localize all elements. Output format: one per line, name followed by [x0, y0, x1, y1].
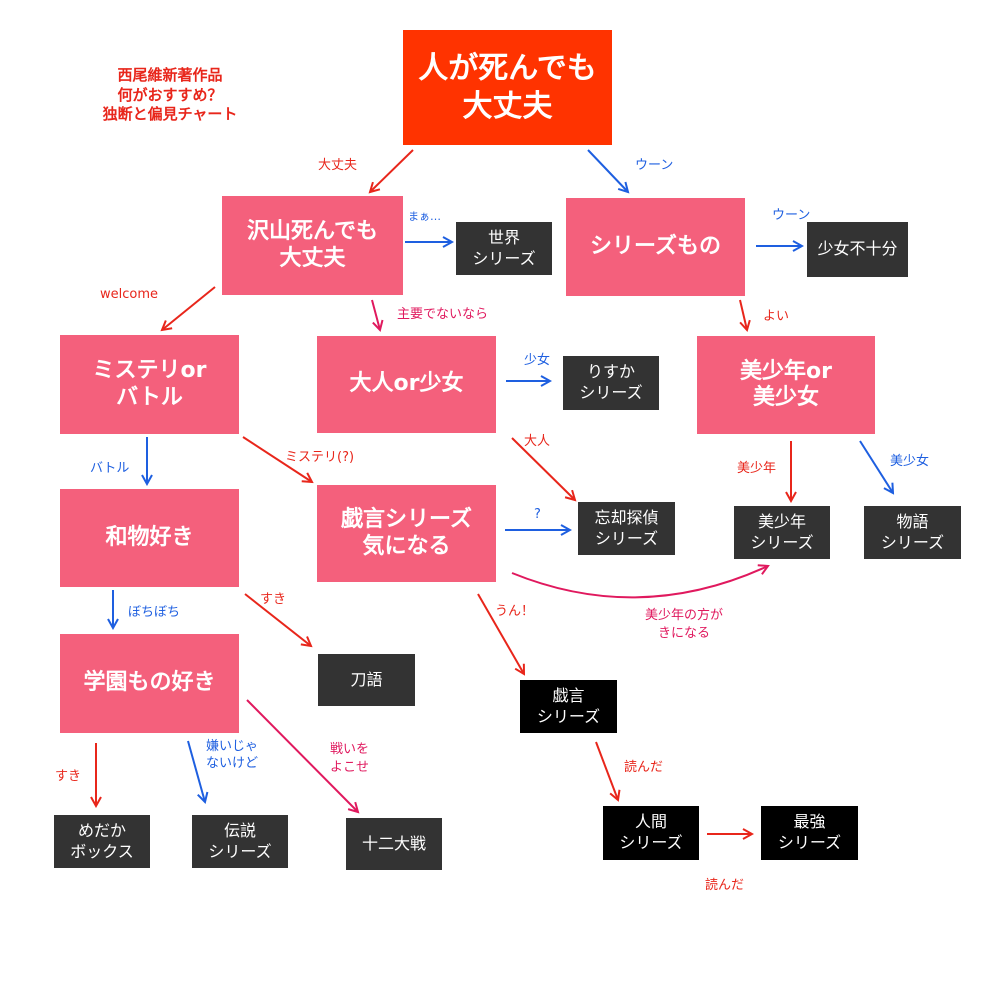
- arrow-gakuen-to-densetsu: [187, 740, 205, 802]
- node-root: 人が死んでも 大丈夫: [403, 30, 612, 145]
- result-juni: 十二大戦: [346, 818, 442, 870]
- label-shojo: 少女: [524, 353, 551, 368]
- label-battle: バトル: [90, 461, 130, 476]
- label-kirai: 嫌いじゃ ないけど: [206, 739, 259, 771]
- label-yonda-1: 読んだ: [624, 760, 664, 775]
- arrow-series-to-bishonen: [739, 299, 747, 330]
- label-tatakai: 戦いを よこせ: [330, 742, 370, 775]
- label-question: ?: [534, 507, 541, 522]
- label-uun-1: ウーン: [635, 158, 674, 173]
- label-welcome: welcome: [100, 287, 159, 302]
- result-monogatari: 物語 シリーズ: [864, 506, 961, 559]
- label-yonda-2: 読んだ: [705, 878, 745, 893]
- label-bishonen-ki: 美少年の方が きになる: [645, 608, 724, 641]
- label-maa: まぁ…: [408, 210, 441, 223]
- title-line-2: 何がおすすめ？: [117, 85, 223, 104]
- arrow-many-deaths-to-mystery-battle: [162, 286, 216, 330]
- arrow-wamono-to-katanagatari: [244, 593, 311, 646]
- node-gakuen: 学園もの好き: [60, 634, 239, 733]
- label-otona: 大人: [524, 434, 551, 449]
- node-series: シリーズもの: [566, 198, 745, 296]
- label-bishonen: 美少年: [737, 461, 777, 476]
- result-katanagatari: 刀語: [318, 654, 415, 706]
- arrow-root-to-many-deaths: [370, 149, 414, 192]
- label-un: うん！: [495, 604, 535, 619]
- label-suki-1: すき: [260, 592, 287, 607]
- arrow-root-to-series: [587, 149, 628, 192]
- node-many-deaths: 沢山死んでも 大丈夫: [222, 196, 403, 295]
- result-densetsu: 伝説 シリーズ: [192, 815, 288, 868]
- node-mystery-battle: ミステリor バトル: [60, 335, 239, 434]
- arrow-zaregoto-q-to-zaregoto: [477, 593, 524, 674]
- label-yoi: よい: [763, 309, 790, 324]
- node-zaregoto-question: 戯言シリーズ 気になる: [317, 485, 496, 582]
- arrow-gakuen-to-juni: [246, 699, 358, 812]
- label-shuyo: 主要でないなら: [397, 307, 489, 322]
- title-line-1: 西尾維新著作品: [117, 66, 223, 84]
- label-mystery: ミステリ(?): [285, 450, 355, 465]
- arrow-zaregoto-to-ningen: [595, 741, 618, 800]
- arrow-mystery-battle-to-zaregoto-q: [242, 436, 312, 482]
- result-medaka: めだか ボックス: [54, 815, 150, 868]
- label-bishojo: 美少女: [890, 454, 930, 469]
- arrow-zaregoto-q-to-bishonen-series: [511, 566, 768, 599]
- label-uun-2: ウーン: [772, 208, 811, 223]
- arrow-bishonen-to-monogatari: [859, 440, 893, 493]
- title-line-3: 独断と偏見チャート: [102, 105, 238, 123]
- result-saikyo: 最強 シリーズ: [761, 806, 858, 860]
- node-adult-girl: 大人or少女: [317, 336, 496, 433]
- result-ningen: 人間 シリーズ: [603, 806, 699, 860]
- result-shojo-fujubun: 少女不十分: [807, 222, 908, 277]
- node-bishonen: 美少年or 美少女: [697, 336, 875, 434]
- label-daijobu: 大丈夫: [318, 158, 358, 173]
- result-bokyaku: 忘却探偵 シリーズ: [578, 502, 675, 555]
- result-bishonen: 美少年 シリーズ: [734, 506, 830, 559]
- arrow-many-deaths-to-adult-girl: [371, 299, 380, 330]
- result-risuka: りすか シリーズ: [563, 356, 659, 410]
- node-wamono: 和物好き: [60, 489, 239, 587]
- result-zaregoto: 戯言 シリーズ: [520, 680, 617, 733]
- arrow-adult-girl-to-bokyaku: [511, 437, 575, 500]
- label-botsubotsu: ぼちぼち: [128, 605, 181, 620]
- label-suki-2: すき: [55, 769, 82, 784]
- chart-title: 西尾維新著作品 何がおすすめ？ 独断と偏見チャート: [70, 66, 270, 125]
- result-sekai: 世界 シリーズ: [456, 222, 552, 275]
